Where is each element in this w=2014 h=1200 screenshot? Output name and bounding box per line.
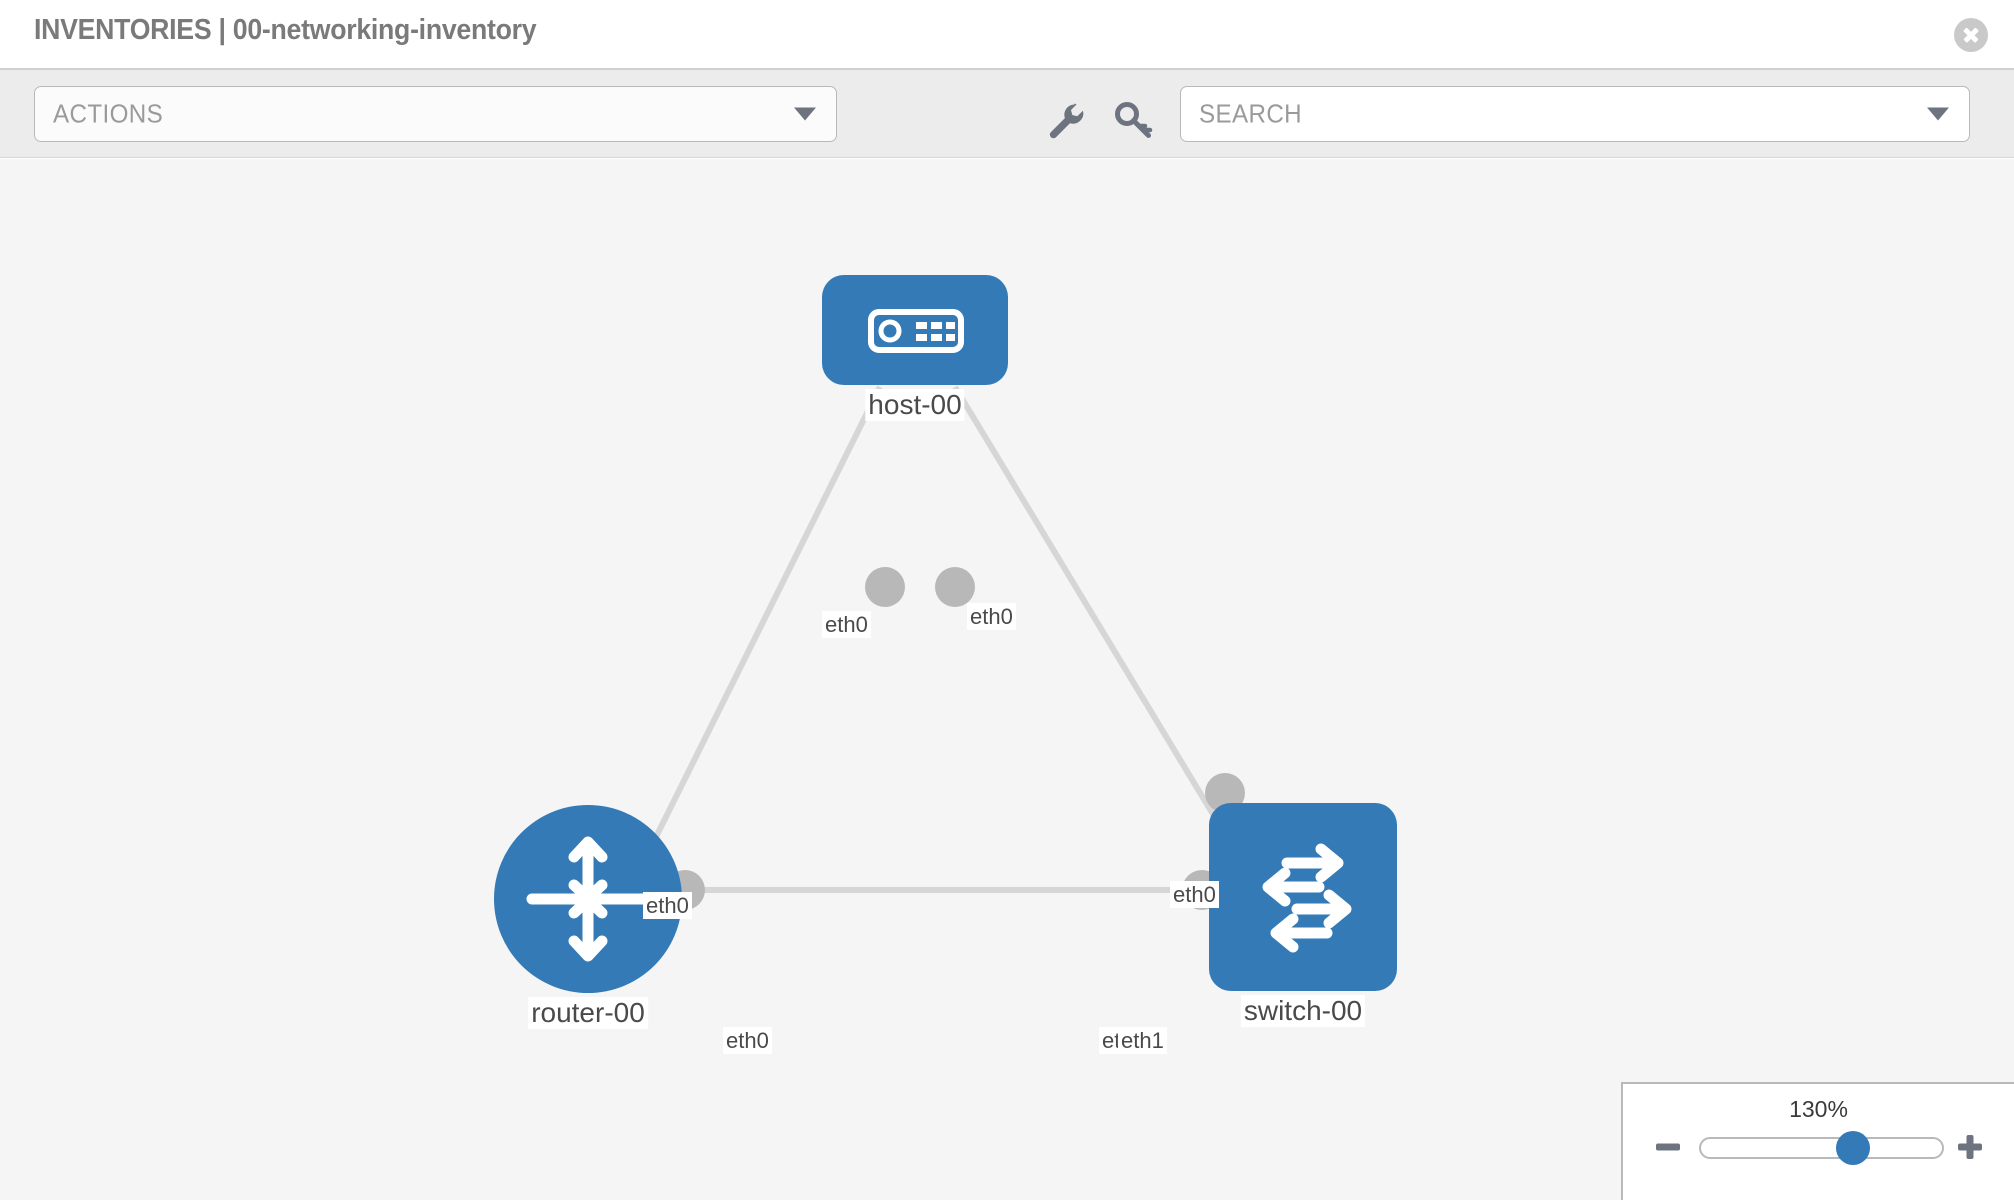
port-host00-eth0-right[interactable] [935,567,975,607]
wrench-icon[interactable] [1043,98,1087,142]
topology-canvas[interactable]: host-00 [0,159,2014,1200]
router-icon [526,836,650,962]
zoom-slider[interactable] [1699,1131,1944,1165]
port-host00-eth0-left[interactable] [865,567,905,607]
zoom-level-label: 130% [1789,1096,1848,1122]
switch-icon [1262,843,1352,953]
actions-dropdown-label: ACTIONS [53,98,164,129]
node-switch-00[interactable]: switch-00 [1209,803,1397,1027]
chevron-down-icon[interactable] [1927,107,1949,121]
node-label-switch-00: switch-00 [1240,995,1366,1027]
router-node-shape [494,805,682,993]
if-label-host00-right: eth0 [967,603,1016,631]
node-label-router-00: router-00 [528,997,648,1029]
minus-icon [1656,1143,1680,1151]
if-label-switch00-eth1: eth1 [1118,1027,1167,1055]
server-icon [868,309,964,353]
if-label-host00-left: eth0 [822,611,871,639]
zoom-out-button[interactable] [1651,1130,1685,1164]
host-node-shape [822,275,1008,385]
zoom-slider-thumb[interactable] [1835,1131,1870,1165]
zoom-control-panel: 130% [1621,1082,2014,1200]
node-router-00[interactable]: router-00 [494,805,682,1029]
switch-node-shape [1209,803,1397,991]
actions-dropdown[interactable]: ACTIONS [34,86,837,142]
toolbar: ACTIONS SEARCH [0,70,2014,158]
plus-icon-vertical [1966,1135,1974,1159]
zoom-in-button[interactable] [1953,1130,1987,1164]
search-placeholder: SEARCH [1199,98,1303,129]
page-header: INVENTORIES | 00-networking-inventory [0,0,2014,70]
edge-host00-router00 [642,385,883,861]
edge-host00-switch00 [952,385,1243,861]
search-input[interactable]: SEARCH [1180,86,1970,142]
key-icon[interactable] [1112,98,1156,142]
node-label-host-00: host-00 [865,389,965,421]
if-label-switch00-up: eth0 [1170,881,1219,909]
chevron-down-icon [794,107,816,121]
if-label-router00-up: eth0 [643,892,692,920]
page-title: INVENTORIES | 00-networking-inventory [34,14,537,46]
topology-edges [642,385,1243,893]
if-label-router00-eth0: eth0 [723,1027,772,1055]
node-host-00[interactable]: host-00 [822,275,1008,421]
close-icon[interactable] [1954,18,1988,52]
